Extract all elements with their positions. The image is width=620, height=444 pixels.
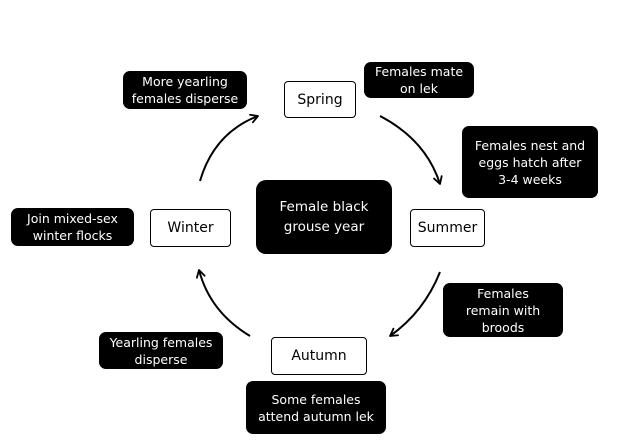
season-summer-label: Summer [417, 220, 478, 236]
season-summer: Summer [410, 209, 485, 247]
note-females-remain-with-broods: Females remain with broods [443, 283, 563, 337]
arrow-winter-to-spring [199, 113, 259, 182]
arrow-summer-to-autumn [389, 271, 441, 337]
note-females-nest-and-eggs-hatch: Females nest and eggs hatch after 3-4 we… [462, 126, 598, 198]
season-autumn: Autumn [271, 337, 367, 375]
season-spring-label: Spring [297, 91, 343, 108]
note-more-yearling-females-disperse: More yearling females disperse [123, 71, 247, 109]
note-females-nest-and-eggs-hatch-label: Females nest and eggs hatch after 3-4 we… [474, 137, 586, 187]
note-females-mate-on-lek-label: Females mate on lek [374, 64, 464, 96]
note-yearling-females-disperse: Yearling females disperse [99, 332, 223, 369]
note-yearling-females-disperse-label: Yearling females disperse [109, 334, 213, 367]
note-some-females-attend-autumn-lek: Some females attend autumn lek [246, 381, 386, 434]
note-join-mixed-sex-winter-flocks: Join mixed-sex winter flocks [11, 208, 134, 246]
center-title: Female black grouse year [279, 199, 369, 235]
season-spring: Spring [284, 81, 356, 118]
arrow-autumn-to-winter [196, 269, 251, 337]
note-more-yearling-females-disperse-label: More yearling females disperse [131, 74, 239, 106]
season-autumn-label: Autumn [291, 348, 347, 364]
note-join-mixed-sex-winter-flocks-label: Join mixed-sex winter flocks [27, 211, 118, 243]
note-females-remain-with-broods-label: Females remain with broods [465, 285, 541, 335]
season-winter-label: Winter [167, 220, 214, 236]
season-winter: Winter [150, 209, 231, 247]
center-title-box: Female black grouse year [256, 180, 392, 254]
arrow-spring-to-summer [379, 115, 443, 185]
note-females-mate-on-lek: Females mate on lek [364, 62, 474, 98]
note-some-females-attend-autumn-lek-label: Some females attend autumn lek [258, 391, 374, 424]
